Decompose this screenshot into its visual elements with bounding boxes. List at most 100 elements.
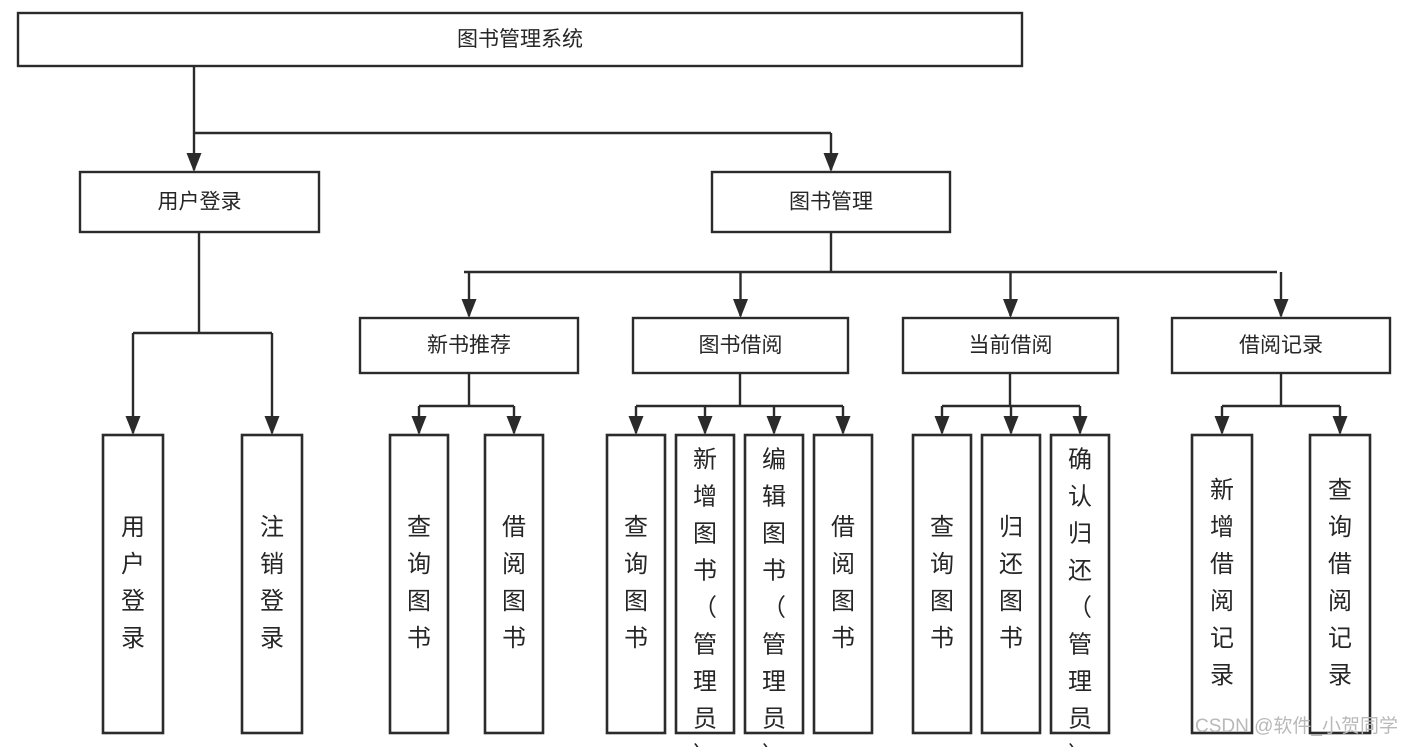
arrow-to-leaf-return-book	[1003, 416, 1019, 435]
node-box[interactable]	[16, 11, 1024, 68]
node-label-char: （	[693, 594, 717, 621]
node-new-book-recommend[interactable]: 新书推荐	[358, 316, 580, 375]
node-box[interactable]	[911, 433, 973, 735]
node-label-char: 查	[407, 514, 431, 541]
arrow-to-leaf-user-login	[125, 416, 141, 435]
node-box[interactable]	[101, 433, 165, 735]
node-label-char: 归	[999, 514, 1023, 541]
arrow-to-new-book-recommend	[461, 299, 477, 318]
node-box[interactable]	[710, 170, 952, 234]
node-label-char: 录	[1328, 662, 1352, 689]
arrow-to-leaf-add-book	[697, 416, 713, 435]
node-box[interactable]	[743, 433, 805, 735]
node-box[interactable]	[674, 433, 736, 735]
node-label: 借阅记录	[1239, 334, 1323, 357]
node-label-char: 注	[260, 514, 284, 541]
node-label-char: 借	[1210, 551, 1234, 578]
node-box[interactable]	[78, 170, 321, 234]
node-label: 图书借阅	[699, 334, 783, 357]
node-label-char: 查	[624, 514, 648, 541]
node-label-char: 书	[693, 557, 717, 584]
node-label-char: 记	[1328, 625, 1352, 652]
node-label-char: 编	[762, 446, 786, 473]
node-label-char: ）	[693, 742, 717, 747]
node-label-char: （	[1068, 594, 1092, 621]
node-label-char: 查	[1328, 477, 1352, 504]
node-label-char: 图	[930, 588, 954, 615]
node-label-char: ）	[1068, 742, 1092, 747]
node-label-char: 图	[407, 588, 431, 615]
arrow-to-book-borrow	[733, 299, 748, 318]
arrow-to-user-login	[186, 153, 202, 172]
node-label-char: 员	[1068, 705, 1092, 732]
arrow-to-book-management	[823, 153, 839, 172]
node-label-char: 户	[121, 551, 145, 578]
arrow-to-leaf-query-book-current	[934, 416, 950, 435]
csdn-watermark: CSDN @软件_小贺同学	[1195, 715, 1398, 737]
node-label-char: 借	[1328, 551, 1352, 578]
node-label-char: 辑	[762, 483, 786, 510]
arrow-to-leaf-query-borrow-record	[1332, 416, 1348, 435]
node-box[interactable]	[812, 433, 874, 735]
arrow-to-current-borrow	[1003, 299, 1018, 318]
node-label: 图书管理	[789, 191, 873, 214]
node-book-borrow[interactable]: 图书借阅	[631, 316, 850, 375]
arrow-to-leaf-confirm-return	[1072, 416, 1088, 435]
node-box[interactable]	[1190, 433, 1254, 735]
node-box[interactable]	[605, 433, 667, 735]
node-label-char: 询	[624, 551, 648, 578]
arrow-to-leaf-edit-book	[766, 416, 782, 435]
node-label-char: 阅	[502, 551, 526, 578]
node-leaf-user-login[interactable]: 用户登录	[101, 433, 165, 735]
node-label-char: 图	[999, 588, 1023, 615]
node-label-char: 书	[624, 625, 648, 652]
arrow-to-leaf-borrow-book-recommend	[506, 416, 522, 435]
node-label-char: 录	[260, 625, 284, 652]
node-box[interactable]	[901, 316, 1120, 375]
node-label-char: 管	[1068, 631, 1092, 658]
node-box[interactable]	[388, 433, 450, 735]
node-book-management[interactable]: 图书管理	[710, 170, 952, 234]
node-box[interactable]	[1170, 316, 1392, 375]
node-label-char: 图	[693, 520, 717, 547]
node-label-char: 阅	[1210, 588, 1234, 615]
node-box[interactable]	[240, 433, 304, 735]
node-label-char: 询	[407, 551, 431, 578]
connector-layer	[125, 66, 1348, 435]
node-box[interactable]	[483, 433, 545, 735]
node-box[interactable]	[1308, 433, 1372, 735]
node-box[interactable]	[1049, 433, 1111, 735]
node-current-borrow[interactable]: 当前借阅	[901, 316, 1120, 375]
node-user-login[interactable]: 用户登录	[78, 170, 321, 234]
node-box[interactable]	[358, 316, 580, 375]
arrow-to-leaf-add-borrow-record	[1214, 416, 1230, 435]
node-label: 新书推荐	[427, 334, 511, 357]
node-label-char: 记	[1210, 625, 1234, 652]
node-label-char: 登	[121, 588, 145, 615]
node-label-char: 员	[762, 705, 786, 732]
node-box[interactable]	[631, 316, 850, 375]
node-borrow-record[interactable]: 借阅记录	[1170, 316, 1392, 375]
node-label-char: 还	[999, 551, 1023, 578]
node-label-char: 书	[831, 625, 855, 652]
node-root[interactable]: 图书管理系统	[16, 11, 1024, 68]
node-label-char: 确	[1068, 446, 1092, 473]
node-label-char: 书	[762, 557, 786, 584]
node-box[interactable]	[980, 433, 1042, 735]
node-label-char: 借	[502, 514, 526, 541]
node-label-char: 理	[1068, 668, 1092, 695]
